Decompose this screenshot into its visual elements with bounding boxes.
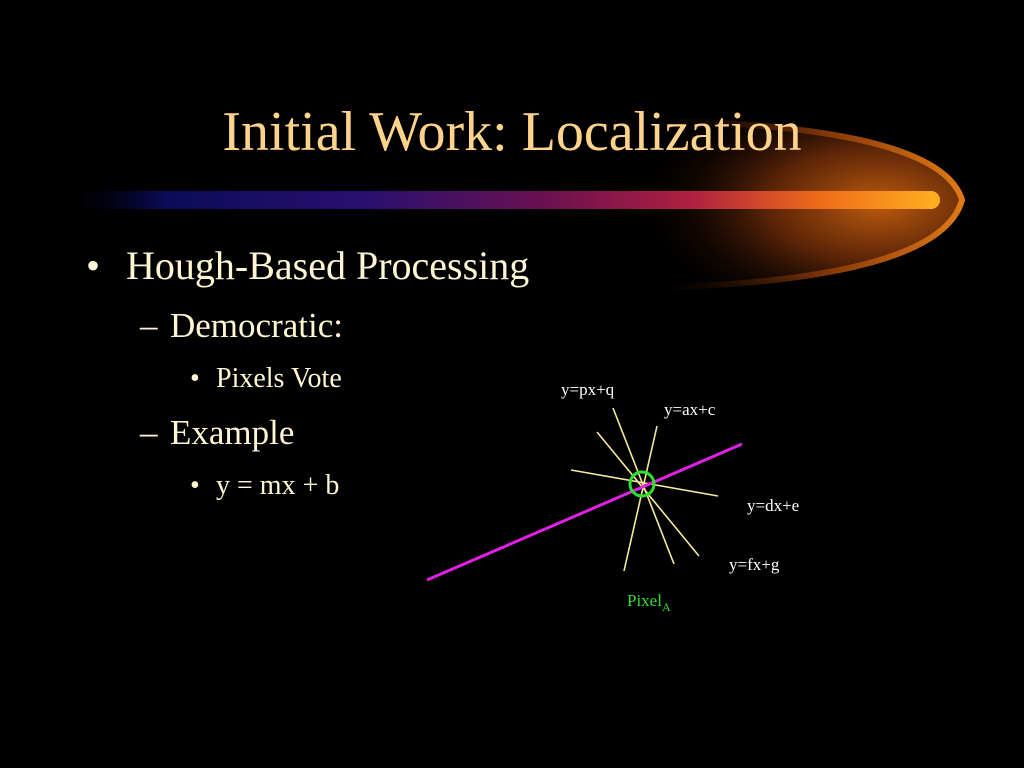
swoosh-arc xyxy=(639,117,966,291)
bullet-text: Democratic: xyxy=(170,306,343,345)
swoosh-bar xyxy=(60,191,940,209)
label-line-ac: y=ax+c xyxy=(664,400,716,419)
pixel-label-subscript: A xyxy=(662,600,671,614)
bullet-marker: • xyxy=(190,470,200,501)
pixel-a-circle xyxy=(628,470,656,498)
bullet-text: Pixels Vote xyxy=(216,363,342,394)
label-line-fg: y=fx+g xyxy=(729,555,780,574)
main-line xyxy=(426,442,743,582)
candidate-line xyxy=(570,469,719,497)
bullet-text: Example xyxy=(170,413,295,452)
label-pixel-a: PixelA xyxy=(627,591,671,614)
bullet-marker: • xyxy=(86,243,101,288)
dash-marker: – xyxy=(140,413,158,452)
bullet-marker: • xyxy=(190,363,200,394)
pixel-label-base: Pixel xyxy=(627,591,662,610)
slide-title: Initial Work: Localization xyxy=(222,101,802,163)
label-line-pq: y=px+q xyxy=(561,380,615,399)
candidate-line xyxy=(623,425,658,572)
label-line-de: y=dx+e xyxy=(747,496,799,515)
bullet-text: Hough-Based Processing xyxy=(126,243,530,288)
bullet-list: • Hough-Based Processing – Democratic: •… xyxy=(86,243,530,501)
dash-marker: – xyxy=(140,306,158,345)
bullet-text: y = mx + b xyxy=(216,470,340,501)
